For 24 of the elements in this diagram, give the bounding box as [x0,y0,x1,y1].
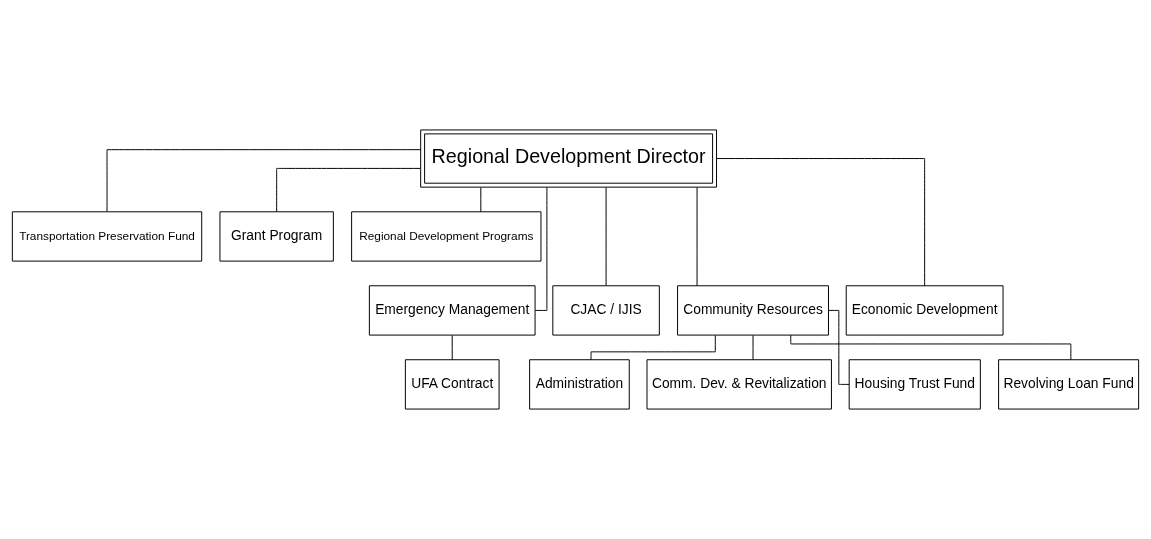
node-box: Community Resources [677,285,829,336]
node-box: CJAC / IJIS [552,285,660,336]
connector [716,158,926,287]
node-box: Economic Development [845,285,1004,336]
node-box: UFA Contract [404,359,500,410]
connector [590,335,716,361]
node-box: Administration [529,359,630,410]
node-box: Grant Program [219,211,334,262]
connector [480,187,482,213]
node-box: Transportation Preservation Fund [11,211,203,262]
connector [106,149,422,212]
node-box: Emergency Management [368,285,536,336]
connector [828,309,850,385]
node-box: Regional Development Programs [351,211,542,262]
node-box: Housing Trust Fund [848,359,981,410]
connector [790,334,1072,360]
connector [451,334,453,361]
connector [276,167,421,212]
connector [605,186,607,287]
node-box: Comm. Dev. & Revitalization [646,359,832,410]
node-box: Regional Development Director [420,129,718,188]
node-box: Revolving Loan Fund [998,359,1140,410]
connector [752,334,754,361]
connector [696,186,698,287]
